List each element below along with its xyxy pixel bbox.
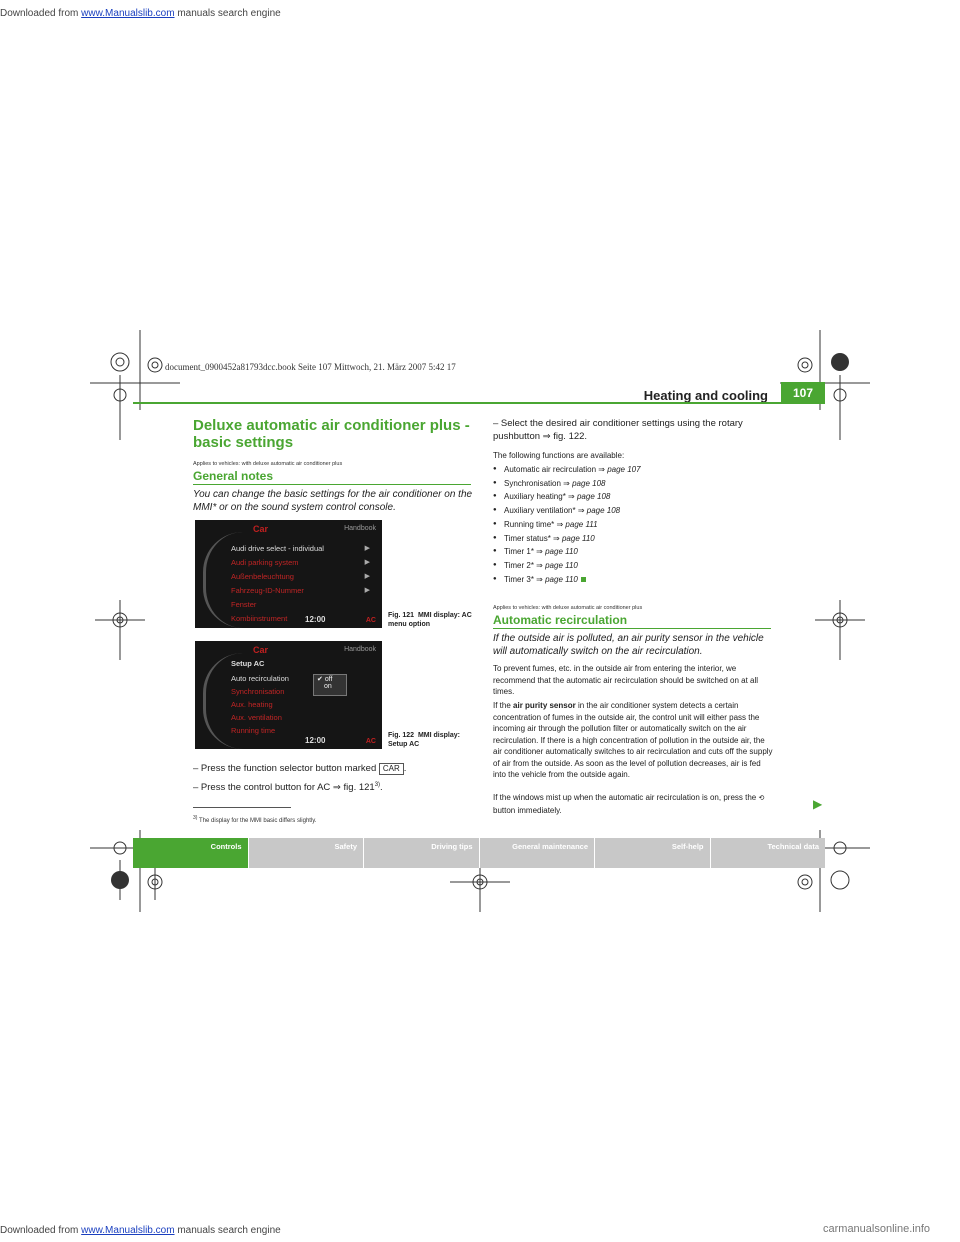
paragraph-3: If the windows mist up when the automati… xyxy=(493,793,765,815)
download-banner-top: Downloaded from www.Manualslib.com manua… xyxy=(0,8,281,19)
page-reference[interactable]: page 108 xyxy=(576,492,611,502)
mmi-screen-ac-menu: Car Handbook Audi drive select - individ… xyxy=(195,520,382,628)
footnote: 3) The display for the MMI basic differs… xyxy=(193,815,317,824)
list-item: Timer status* ⇒ page 110 xyxy=(493,532,773,546)
page-reference[interactable]: page 111 xyxy=(565,519,598,529)
page-reference[interactable]: page 110 xyxy=(545,574,578,584)
subsection-rule xyxy=(193,484,471,485)
list-item: Timer 3* ⇒ page 110 xyxy=(493,573,773,587)
chevron-right-icon: ▶ xyxy=(364,587,370,594)
subsection-rule xyxy=(493,628,771,629)
list-item: Auxiliary ventilation* ⇒ page 108 xyxy=(493,504,773,518)
end-marker-icon xyxy=(580,576,586,582)
menu-item: Außenbeleuchtung xyxy=(231,572,294,581)
tab-technical-data[interactable]: Technical data xyxy=(710,838,825,868)
list-item: Timer 1* ⇒ page 110 xyxy=(493,545,773,559)
list-item: Synchronisation ⇒ page 108 xyxy=(493,477,773,491)
header-rule xyxy=(133,402,781,404)
general-notes-intro: You can change the basic settings for th… xyxy=(193,489,473,513)
figure-caption-121: Fig. 121 MMI display: AC menu option xyxy=(388,612,472,628)
applies-note-2: Applies to vehicles: with deluxe automat… xyxy=(493,605,643,611)
manualslib-link-top[interactable]: www.Manualslib.com xyxy=(81,8,175,19)
functions-heading: The following functions are available: xyxy=(493,451,625,460)
file-mark: document_0900452a81793dcc.book Seite 107… xyxy=(165,362,456,372)
subsection-heading-auto-recirculation: Automatic recirculation xyxy=(493,613,628,627)
page-reference[interactable]: page 108 xyxy=(586,506,621,516)
section-heading: Deluxe automatic air conditioner plus - … xyxy=(193,417,470,451)
list-item: Timer 2* ⇒ page 110 xyxy=(493,559,773,573)
page-reference[interactable]: page 110 xyxy=(545,547,578,557)
tab-safety[interactable]: Safety xyxy=(248,838,364,868)
functions-list: Automatic air recirculation ⇒ page 107 S… xyxy=(493,463,773,586)
list-item: Auxiliary heating* ⇒ page 108 xyxy=(493,490,773,504)
chapter-tabs: Controls Safety Driving tips General mai… xyxy=(133,838,825,868)
mmi-screen-setup-ac: Car Handbook Setup AC Auto recirculation… xyxy=(195,641,382,749)
recirculation-icon: ⟲ xyxy=(758,795,765,802)
subsection-heading-general-notes: General notes xyxy=(193,469,274,483)
screen-arc xyxy=(203,532,246,628)
tab-driving-tips[interactable]: Driving tips xyxy=(364,838,480,868)
list-item: Running time* ⇒ page 111 xyxy=(493,518,773,532)
applies-note: Applies to vehicles: with deluxe automat… xyxy=(193,461,343,467)
continue-arrow-icon: ▶ xyxy=(813,797,823,811)
paragraph-1: To prevent fumes, etc. in the outside ai… xyxy=(493,664,759,696)
instruction-step-3: – Select the desired air conditioner set… xyxy=(493,418,743,442)
menu-item: Fenster xyxy=(231,600,257,609)
page-number: 107 xyxy=(781,382,825,404)
menu-item: Audi drive select - individual xyxy=(231,544,324,553)
download-banner-bottom: Downloaded from www.Manualslib.com manua… xyxy=(0,1225,281,1236)
footnote-rule xyxy=(193,807,291,808)
paragraph-2: If the air purity sensor in the air cond… xyxy=(493,701,773,779)
chevron-right-icon: ▶ xyxy=(364,573,370,580)
check-icon: ✔ xyxy=(317,676,323,683)
watermark: carmanualsonline.info xyxy=(823,1223,931,1235)
chevron-right-icon: ▶ xyxy=(364,559,370,566)
tab-controls[interactable]: Controls xyxy=(133,838,249,868)
manualslib-link-bottom[interactable]: www.Manualslib.com xyxy=(81,1225,175,1236)
car-button-label: CAR xyxy=(378,763,404,775)
tab-general-maintenance[interactable]: General maintenance xyxy=(479,838,595,868)
menu-title: Setup AC xyxy=(231,659,265,668)
menu-item: Synchronisation xyxy=(231,687,285,696)
page-reference[interactable]: page 107 xyxy=(607,465,641,474)
instruction-step-1: – Press the function selector button mar… xyxy=(193,763,407,775)
menu-item: Kombiinstrument xyxy=(231,614,288,623)
menu-item: Audi parking system xyxy=(231,558,299,567)
auto-recirculation-intro: If the outside air is polluted, an air p… xyxy=(493,633,764,657)
chapter-title: Heating and cooling xyxy=(643,388,768,403)
page-reference[interactable]: page 110 xyxy=(561,533,595,543)
menu-item: Running time xyxy=(231,726,276,735)
screen-arc xyxy=(203,653,246,749)
instruction-step-2: – Press the control button for AC ⇒ fig.… xyxy=(193,782,383,794)
list-item: Automatic air recirculation ⇒ page 107 xyxy=(493,463,773,477)
figure-caption-122: Fig. 122 MMI display: Setup AC xyxy=(388,732,460,748)
page-reference[interactable]: page 110 xyxy=(545,560,578,570)
option-popup: ✔ off on xyxy=(313,674,347,696)
page-reference[interactable]: page 108 xyxy=(572,478,606,488)
menu-item: Aux. ventilation xyxy=(231,713,282,722)
menu-item: Fahrzeug-ID-Nummer xyxy=(231,586,304,595)
menu-item: Aux. heating xyxy=(231,700,273,709)
chevron-right-icon: ▶ xyxy=(364,545,370,552)
tab-self-help[interactable]: Self-help xyxy=(595,838,711,868)
menu-item: Auto recirculation xyxy=(231,674,289,683)
